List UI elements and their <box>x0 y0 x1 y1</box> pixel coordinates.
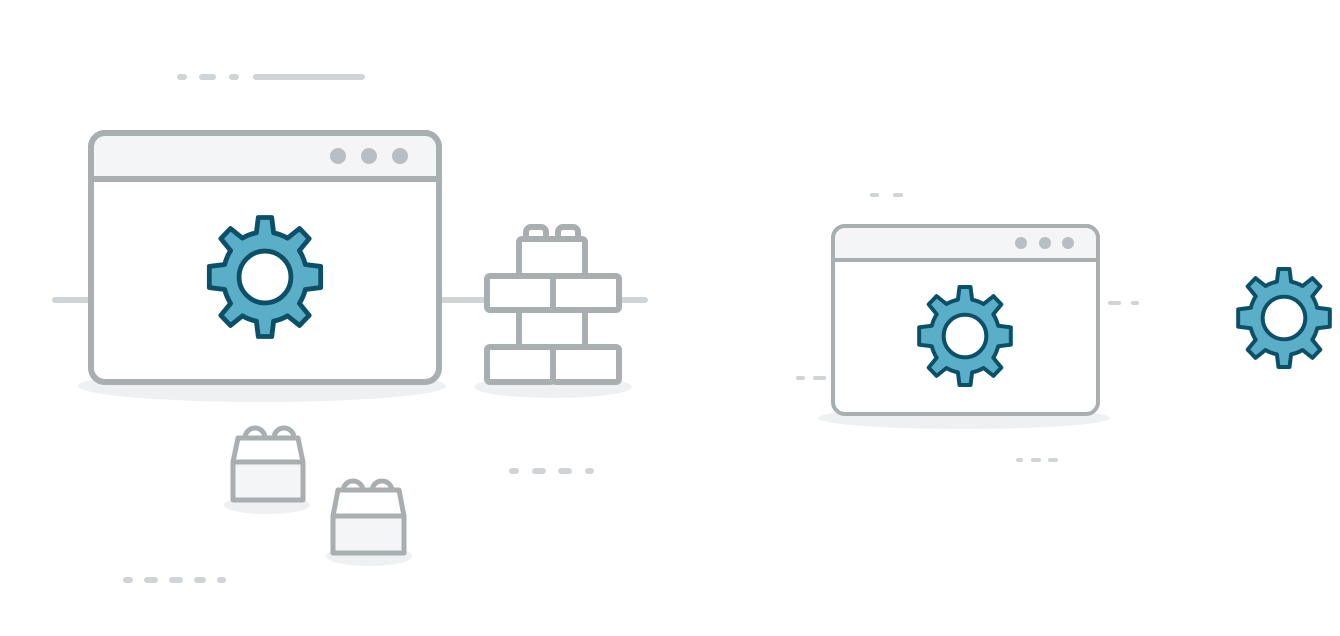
browser-window-large <box>88 130 442 385</box>
gear-icon <box>1236 267 1332 369</box>
decorative-dash-lines <box>52 74 648 583</box>
window-header-dots <box>1015 237 1074 249</box>
browser-window-small <box>831 224 1100 416</box>
gear-icon <box>917 285 1013 387</box>
decorative-dash-lines-small <box>796 193 1139 462</box>
gear-icon <box>209 217 320 336</box>
window-header-dots <box>330 148 408 164</box>
brick-wall <box>484 224 622 385</box>
lego-block <box>330 478 407 556</box>
lego-block <box>230 425 306 503</box>
